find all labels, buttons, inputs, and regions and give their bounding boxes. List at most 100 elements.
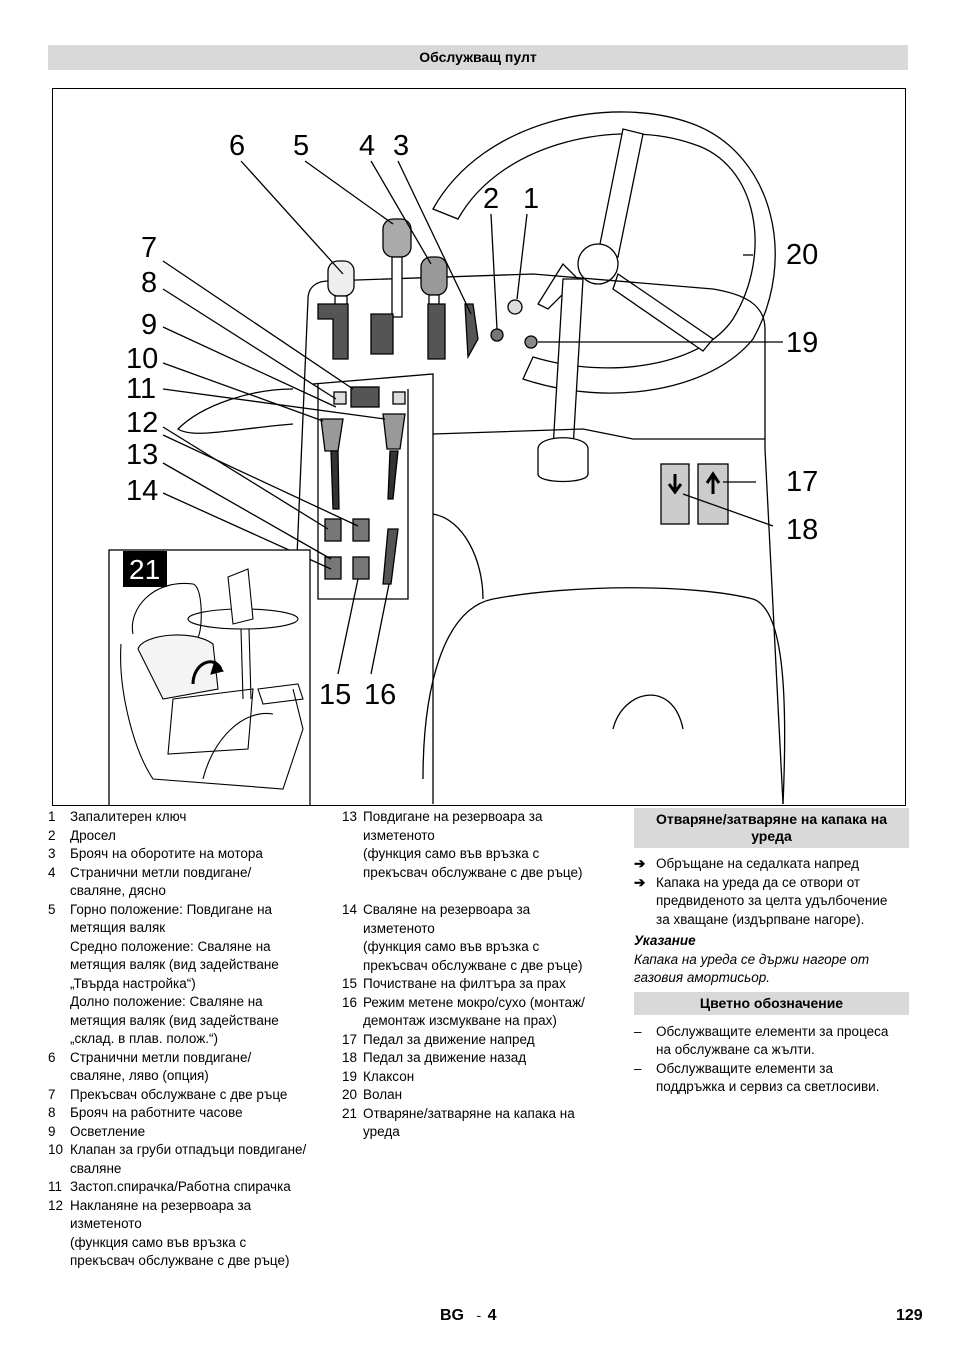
section-title-control-panel: Обслужващ пулт	[48, 45, 908, 70]
legend-item-text: (функция само във връзка с	[363, 846, 540, 861]
lever-3	[464, 303, 479, 360]
callout-2: 2	[483, 183, 499, 215]
legend-item-text: Прекъсвач обслужване с две ръце	[70, 1086, 288, 1102]
legend-item: 8 Брояч на работните часове	[48, 1104, 338, 1123]
legend-item-text: (функция само във връзка с	[363, 939, 540, 954]
legend-item-text: Почистване на филтъра за прах	[363, 976, 566, 991]
legend-item-number: 14	[342, 902, 358, 917]
inset-label-21: 21	[129, 554, 160, 585]
callout-17: 17	[786, 466, 818, 498]
legend-item: 5 Горно положение: Повдигане на метящия ва…	[48, 901, 338, 1049]
switch-15	[352, 556, 370, 580]
legend-item-text: Брояч на работните часове	[70, 1105, 243, 1120]
steering-wheel-hub	[577, 243, 619, 285]
legend-item-number: 12	[48, 1197, 64, 1213]
legend-item-text: Клаксон	[363, 1068, 415, 1084]
legend-item-text: уреда	[363, 1124, 400, 1139]
arrow-right-icon: ➔	[634, 856, 646, 871]
legend-item-text: сваляне	[70, 1160, 122, 1176]
switch-13	[324, 518, 342, 542]
callout-3: 3	[393, 130, 409, 162]
legend-item-text: изметеното	[70, 1216, 142, 1231]
dash-bullet: –	[634, 1060, 642, 1076]
dashboard-outline	[307, 273, 784, 805]
legend-item-text: прекъсвач обслужване с две ръце)	[70, 1253, 290, 1268]
callout-16: 16	[364, 679, 396, 711]
legend-item-text: Дросел	[70, 827, 116, 843]
ignition-key-1	[507, 299, 523, 315]
legend-item-number: 9	[48, 1123, 56, 1139]
lever-6-knob	[327, 260, 355, 297]
legend-item-number: 5	[48, 901, 56, 917]
lever-10-knob	[320, 418, 344, 452]
choke-2	[490, 328, 504, 342]
legend-item-text: метящия валяк (вид задействане	[70, 957, 279, 972]
callout-19: 19	[786, 327, 818, 359]
legend-item-text: Застоп.спирачка/Работна спирачка	[70, 1179, 291, 1194]
hood-step-text: Капака на уреда да се отвори от	[656, 874, 861, 890]
legend-item-text: изметеното	[363, 827, 435, 843]
legend-item-text: прекъсвач обслужване с две ръце)	[363, 957, 583, 973]
page-number: 129	[896, 1307, 923, 1324]
footer-language: BG - 4	[440, 1307, 496, 1325]
legend-item-number: 10	[48, 1142, 64, 1157]
steering-column	[552, 278, 584, 450]
legend-item-text: изметеното	[363, 920, 435, 936]
note-title: Указание	[634, 933, 696, 948]
lever-11-knob	[382, 413, 406, 450]
legend-item-text: Странични метли повдигане/	[70, 1049, 252, 1065]
legend-item-number: 16	[342, 994, 358, 1010]
legend-item-number: 18	[342, 1050, 358, 1065]
legend-item-text: Отваряне/затваряне на капака на	[363, 1105, 575, 1121]
legend-item-number: 4	[48, 864, 56, 880]
hood-step: ➔ Обръщане на седалката напред	[634, 855, 909, 874]
legend-item-text: Горно положение: Повдигане на	[70, 901, 273, 917]
lever-5-knob	[382, 218, 412, 258]
callout-13: 13	[126, 439, 158, 471]
section-title-color-coding: Цветно обозначение	[634, 991, 909, 1015]
color-coding-text: Обслужващите елементи за процеса	[656, 1023, 889, 1039]
legend-item-number: 19	[342, 1068, 358, 1084]
legend-item-number: 13	[342, 809, 358, 824]
legend-item-text: Педал за движение назад	[363, 1050, 527, 1065]
section-title-hood-line: уреда	[751, 828, 792, 844]
inset-hood-illustration: 21	[108, 549, 311, 805]
legend-item-number: 1	[48, 809, 56, 824]
legend-item-text: „Твърда настройка“)	[70, 975, 196, 991]
legend-item-text: демонтаж изсмукване на прах)	[363, 1013, 557, 1028]
legend-item-text: метящия валяк (вид задействане	[70, 1012, 279, 1028]
callout-7: 7	[141, 232, 157, 264]
legend-item-text: „склад. в плав. полож.“)	[70, 1031, 219, 1046]
section-title-hood-line: Отваряне/затваряне на капака на	[655, 811, 887, 827]
callout-4: 4	[359, 130, 375, 162]
legend-item-text: Клапан за груби отпадъци повдигане/	[70, 1142, 307, 1157]
legend-item-text: Волан	[363, 1087, 403, 1102]
legend-item-number: 21	[342, 1105, 358, 1121]
legend-item-text: прекъсвач обслужване с две ръце)	[363, 864, 583, 880]
hood-step-text: предвиденото за целта удълбочение	[656, 893, 888, 908]
callout-8: 8	[141, 267, 157, 299]
color-coding-item: – Обслужващите елементи за поддръжка и с…	[634, 1060, 909, 1097]
control-panel-drawing: 6 5 4 3 2 1 20 19 17 18 7 8 9 10 11 12 1…	[108, 111, 818, 805]
legend-item-number: 8	[48, 1105, 56, 1120]
legend-item-number: 15	[342, 976, 358, 991]
legend-item-text: метящия валяк	[70, 920, 166, 935]
legend-item-text: Странични метли повдигане/	[70, 864, 252, 880]
callout-20: 20	[786, 239, 818, 271]
hood-step-text: за хващане (издърпване нагоре).	[656, 911, 865, 927]
legend-item: 10 Клапан за груби отпадъци повдигане/сва…	[48, 1141, 338, 1178]
footer-lang-code: BG	[440, 1307, 464, 1324]
steering-wheel-spoke	[612, 272, 714, 352]
legend-item-number: 6	[48, 1049, 56, 1065]
dash-bullet: –	[634, 1023, 642, 1039]
